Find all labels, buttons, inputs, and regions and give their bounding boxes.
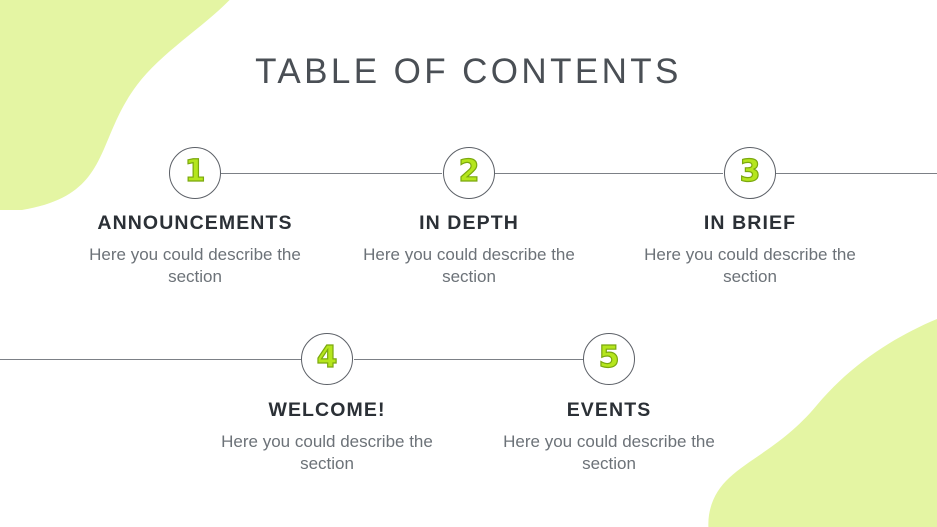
page-title: TABLE OF CONTENTS — [255, 52, 682, 91]
toc-entry-description: Here you could describe the section — [221, 432, 433, 474]
timeline-node-number: 5 — [598, 340, 620, 375]
timeline-connector-2-3 — [495, 173, 723, 174]
toc-entry-description: Here you could describe the section — [363, 245, 575, 287]
decorative-blob-top-left — [0, 0, 230, 210]
toc-entry-heading: ANNOUNCEMENTS — [97, 212, 293, 234]
toc-entry-2[interactable]: IN DEPTH Here you could describe the sec… — [329, 212, 609, 289]
toc-entry-3[interactable]: IN BRIEF Here you could describe the sec… — [610, 212, 890, 289]
toc-entry-heading: EVENTS — [566, 399, 652, 421]
timeline-node-number: 3 — [739, 154, 761, 189]
toc-entry-5[interactable]: EVENTS Here you could describe the secti… — [469, 399, 749, 476]
timeline-connector-4-5 — [354, 359, 583, 360]
timeline-node-1[interactable]: 1 — [169, 147, 221, 199]
toc-entry-heading: IN DEPTH — [419, 212, 519, 234]
timeline-node-2[interactable]: 2 — [443, 147, 495, 199]
timeline-node-5[interactable]: 5 — [583, 333, 635, 385]
toc-entry-description: Here you could describe the section — [89, 245, 301, 287]
timeline-node-number: 4 — [316, 340, 338, 375]
timeline-node-4[interactable]: 4 — [301, 333, 353, 385]
toc-entry-1[interactable]: ANNOUNCEMENTS Here you could describe th… — [45, 212, 345, 289]
toc-entry-description: Here you could describe the section — [503, 432, 715, 474]
timeline-connector-3-end — [776, 173, 937, 174]
timeline-node-number: 1 — [184, 154, 206, 189]
timeline-node-3[interactable]: 3 — [724, 147, 776, 199]
toc-entry-description: Here you could describe the section — [644, 245, 856, 287]
timeline-connector-1-2 — [221, 173, 442, 174]
timeline-node-number: 2 — [458, 154, 480, 189]
toc-entry-4[interactable]: WELCOME! Here you could describe the sec… — [187, 399, 467, 476]
toc-entry-heading: IN BRIEF — [703, 212, 797, 234]
timeline-connector-start-4 — [0, 359, 301, 360]
toc-entry-heading: WELCOME! — [268, 399, 386, 421]
